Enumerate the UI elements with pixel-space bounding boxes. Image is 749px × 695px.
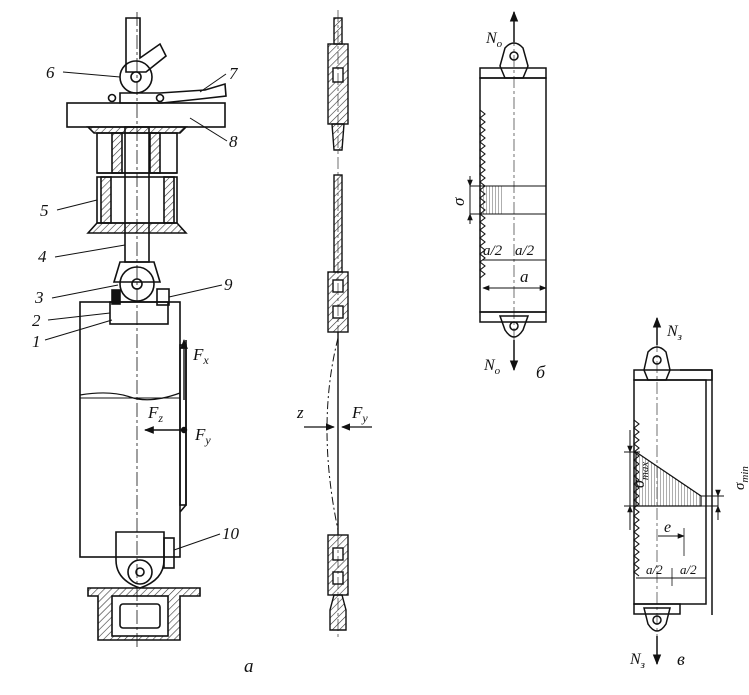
label-2: 2 — [32, 311, 41, 330]
panel-b-sigma: σ — [449, 197, 468, 206]
panel-v-sigma-min: σmin — [732, 466, 749, 490]
profile-z-label: z — [296, 403, 304, 422]
panel-v-half-a-right: a/2 — [680, 562, 697, 577]
clevis-3 — [112, 261, 162, 283]
side-profile — [326, 10, 349, 640]
panel-b — [467, 10, 547, 372]
panel-v-e: e — [664, 519, 671, 536]
label-9: 9 — [224, 275, 233, 294]
panel-b-n-top: No — [485, 30, 503, 50]
panel-b-a: a — [520, 267, 529, 286]
panel-b-letter: б — [536, 362, 546, 382]
panel-v-letter: в — [677, 649, 685, 669]
label-3: 3 — [34, 288, 44, 307]
label-1: 1 — [32, 332, 41, 351]
label-8: 8 — [229, 132, 238, 151]
label-10: 10 — [222, 524, 240, 543]
panel-v — [624, 316, 724, 666]
panel-b-half-a-left: a/2 — [483, 243, 503, 259]
panel-b-n-bottom: No — [483, 357, 501, 377]
panel-v-half-a-left: a/2 — [646, 562, 663, 577]
test-machine — [66, 12, 227, 650]
force-fx-label: Fx — [192, 345, 209, 367]
panel-v-n-top: Nз — [666, 323, 682, 343]
top-hook — [125, 17, 168, 73]
panel-v-sigma-max: σmax — [631, 462, 651, 488]
profile-fy-label: Fy — [351, 403, 368, 425]
lever-7 — [119, 82, 227, 104]
label-7: 7 — [229, 64, 239, 83]
panel-b-half-a-right: a/2 — [515, 243, 535, 259]
panel-v-n-bottom: Nз — [629, 651, 645, 671]
label-4: 4 — [38, 247, 47, 266]
figure-letter-a: а — [244, 656, 254, 677]
force-fz-label: Fz — [147, 403, 163, 425]
force-fy-label: Fy — [194, 425, 211, 447]
label-6: 6 — [46, 63, 55, 82]
beam-8 — [66, 102, 226, 128]
label-5: 5 — [40, 201, 49, 220]
rod-4 — [124, 126, 150, 263]
